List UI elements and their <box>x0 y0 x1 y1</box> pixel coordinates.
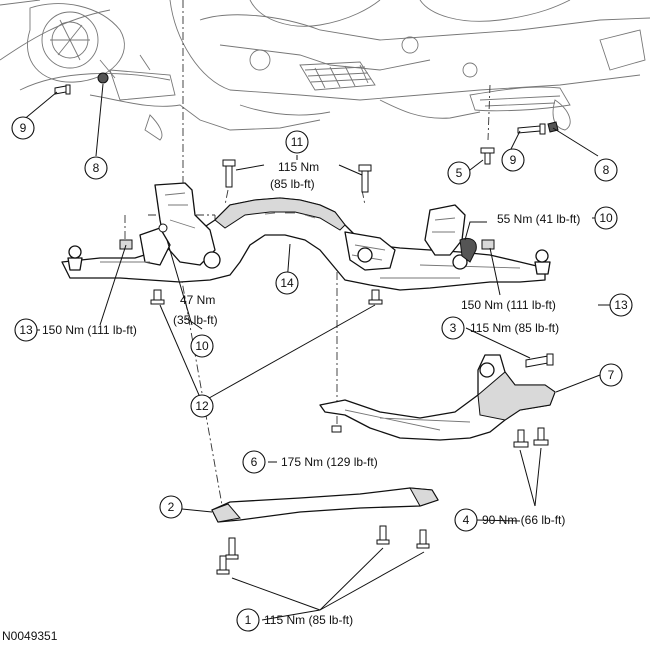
callout-8-left-circle <box>84 156 108 180</box>
callout-9-right-number: 9 <box>510 153 517 167</box>
callout-10-left-circle <box>190 334 214 358</box>
callout-4-circle <box>454 508 478 532</box>
callout-2-number: 2 <box>168 500 175 514</box>
callout-2-circle <box>159 495 183 519</box>
callout-8-right-number: 8 <box>603 163 610 177</box>
callout-7-circle <box>599 363 623 387</box>
callout-13-right-circle <box>609 293 633 317</box>
callout-10-right: 55 Nm (41 lb-ft) 10 <box>497 206 618 230</box>
callout-4: 4 90 Nm (66 lb-ft) <box>454 508 565 532</box>
callout-11: 11 115 Nm (85 lb-ft) <box>270 130 319 191</box>
callout-7: 7 <box>599 363 623 387</box>
callout-9-right-circle <box>501 148 525 172</box>
vehicle-underbody <box>0 0 650 141</box>
rear-bracket <box>319 353 556 448</box>
callout-9-right: 9 <box>501 148 525 172</box>
callout-6: 6 175 Nm (129 lb-ft) <box>242 450 378 474</box>
front-subframe <box>61 182 551 291</box>
callout-12-circle <box>190 394 214 418</box>
callout-1: 1 115 Nm (85 lb-ft) <box>236 608 353 632</box>
callout-13-left-torque: 150 Nm (111 lb-ft) <box>42 323 137 337</box>
callout-13-left-circle <box>14 318 38 342</box>
callout-13-left: 13 150 Nm (111 lb-ft) <box>14 318 137 342</box>
lower-brace <box>211 487 439 575</box>
callout-10-left-torque-nm: 47 Nm <box>180 293 215 307</box>
callout-10-right-number: 10 <box>599 211 613 225</box>
callout-4-torque: 90 Nm (66 lb-ft) <box>482 513 565 527</box>
top-fasteners <box>54 72 559 165</box>
callout-1-circle <box>236 608 260 632</box>
callout-3: 3 115 Nm (85 lb-ft) <box>441 316 559 340</box>
callout-3-number: 3 <box>450 321 457 335</box>
callout-8-left-number: 8 <box>93 161 100 175</box>
callout-5-circle <box>447 161 471 185</box>
callout-3-torque: 115 Nm (85 lb-ft) <box>470 321 559 335</box>
callout-8-left: 8 <box>84 156 108 180</box>
callout-14-circle <box>275 271 299 295</box>
callout-12: 12 <box>190 394 214 418</box>
callout-6-circle <box>242 450 266 474</box>
callout-11-number: 11 <box>291 135 304 149</box>
callout-6-torque: 175 Nm (129 lb-ft) <box>281 455 378 469</box>
callout-12-number: 12 <box>195 399 209 413</box>
callout-10-left-torque-lbft: (35 lb-ft) <box>173 313 218 327</box>
callout-13-left-number: 13 <box>19 323 33 337</box>
callout-9-left: 9 <box>11 116 35 140</box>
callout-11-torque-lbft: (85 lb-ft) <box>270 177 315 191</box>
callout-9-left-number: 9 <box>20 121 27 135</box>
callout-6-number: 6 <box>251 455 258 469</box>
bolts-12 <box>150 289 383 305</box>
callout-10-right-circle <box>594 206 618 230</box>
callout-11-torque-nm: 115 Nm <box>278 160 319 174</box>
callout-1-torque: 115 Nm (85 lb-ft) <box>264 613 353 627</box>
callout-9-left-circle <box>11 116 35 140</box>
callout-13-right-number: 13 <box>614 298 628 312</box>
callout-5: 5 <box>447 161 471 185</box>
callout-2: 2 <box>159 495 183 519</box>
callout-8-right-circle <box>594 158 618 182</box>
leader-lines <box>21 83 610 621</box>
callout-3-circle <box>441 316 465 340</box>
callout-14-number: 14 <box>280 276 294 290</box>
callout-11-circle <box>285 130 309 154</box>
bolts-11 <box>222 159 372 193</box>
callout-13-right: 150 Nm (111 lb-ft) 13 <box>461 293 633 317</box>
callout-1-number: 1 <box>245 613 252 627</box>
callout-5-number: 5 <box>456 166 463 180</box>
figure-id: N0049351 <box>2 629 58 643</box>
callout-8-right: 8 <box>594 158 618 182</box>
callout-7-number: 7 <box>608 368 615 382</box>
callout-14: 14 <box>275 271 299 295</box>
callout-10-right-torque: 55 Nm (41 lb-ft) <box>497 212 580 226</box>
callout-10-left-number: 10 <box>195 339 209 353</box>
callout-4-number: 4 <box>463 513 470 527</box>
callout-13-right-torque: 150 Nm (111 lb-ft) <box>461 298 556 312</box>
callout-10-left: 47 Nm (35 lb-ft) 10 <box>173 293 218 358</box>
